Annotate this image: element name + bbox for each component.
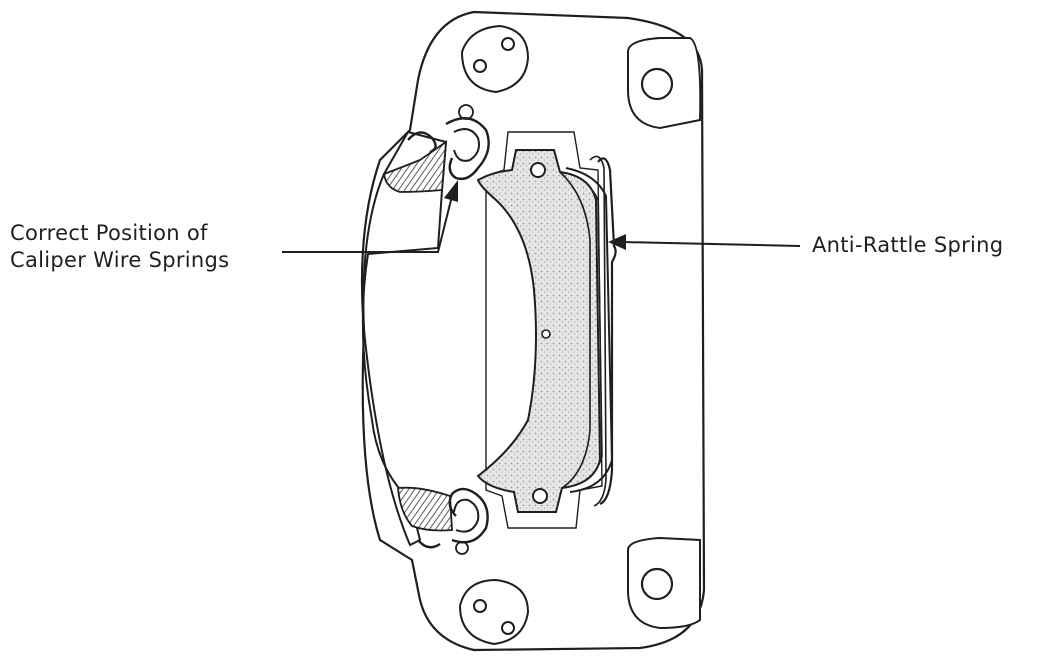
top-hatched-section bbox=[383, 140, 448, 193]
top-left-hole-2 bbox=[501, 37, 515, 51]
anti-rattle-arrowhead bbox=[608, 234, 626, 250]
bottom-left-boss bbox=[458, 578, 530, 646]
wire-springs-label-line1: Correct Position of bbox=[10, 221, 208, 245]
wire-springs-label: Correct Position of Caliper Wire Springs bbox=[10, 220, 229, 274]
top-wire-spring-loop bbox=[453, 128, 480, 162]
wire-springs-label-line2: Caliper Wire Springs bbox=[10, 248, 230, 272]
anti-rattle-spring-wire bbox=[597, 157, 617, 506]
caliper-housing bbox=[361, 130, 448, 547]
wire-springs-leader-line bbox=[282, 195, 453, 253]
anti-rattle-spring-label-text: Anti-Rattle Spring bbox=[812, 233, 1004, 257]
pad-hole-bottom bbox=[532, 488, 548, 504]
bottom-left-hole-1 bbox=[473, 599, 487, 613]
pad-backing-plate bbox=[565, 167, 614, 493]
brake-pad bbox=[476, 149, 602, 513]
upper-pin-hole bbox=[458, 104, 474, 120]
bottom-wire-spring bbox=[417, 487, 489, 549]
wire-springs-arrowhead bbox=[444, 180, 458, 202]
anti-rattle-leader-line bbox=[621, 241, 801, 247]
bottom-hatched-section bbox=[397, 486, 453, 532]
pad-hole-middle bbox=[541, 329, 551, 339]
caliper-bracket bbox=[360, 10, 706, 652]
bottom-left-hole-2 bbox=[501, 621, 515, 635]
lower-pin-hole bbox=[455, 541, 469, 555]
top-left-boss bbox=[460, 24, 530, 94]
anti-rattle-spring-wire-2 bbox=[589, 155, 607, 507]
top-right-bolt-hole bbox=[640, 67, 674, 101]
anti-rattle-spring-label: Anti-Rattle Spring bbox=[812, 232, 1003, 259]
top-wire-spring bbox=[407, 117, 490, 181]
bottom-wire-spring-loop bbox=[453, 498, 480, 533]
pad-friction-edge bbox=[559, 171, 591, 489]
pad-hole-top bbox=[530, 162, 546, 178]
top-left-hole-1 bbox=[473, 59, 487, 73]
bottom-right-bolt-hole bbox=[640, 567, 674, 601]
